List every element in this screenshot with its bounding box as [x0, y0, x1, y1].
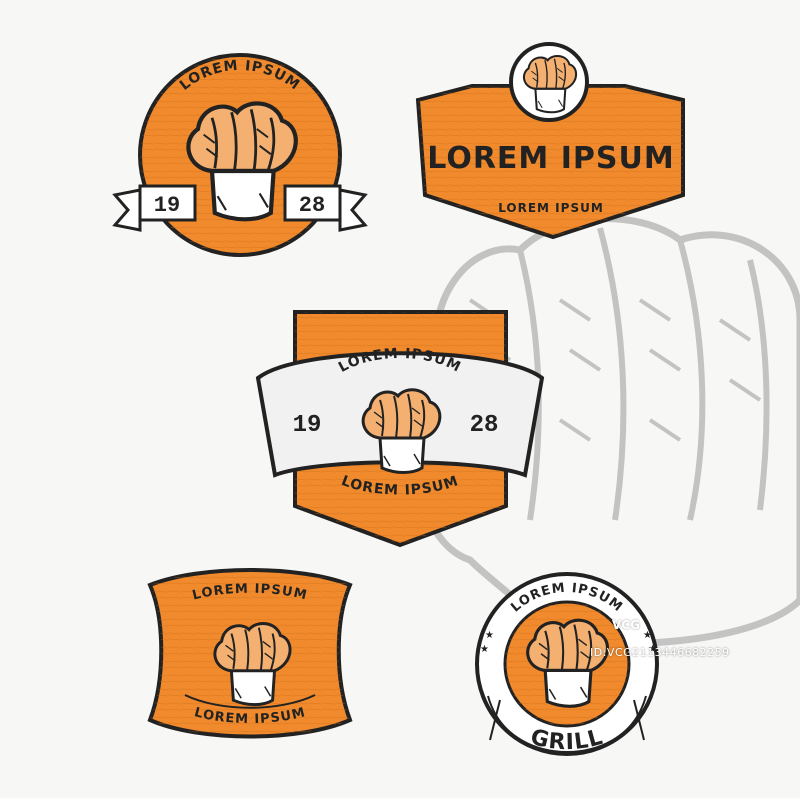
- star-icon: ★: [648, 644, 657, 655]
- badge-round: LOREM IPSUM 19 28: [112, 53, 368, 257]
- hex-title: LOREM IPSUM: [427, 141, 674, 176]
- badge-oval: LOREM IPSUM LOREM IPSUM: [147, 568, 353, 739]
- year-right: 28: [470, 412, 499, 439]
- oval-bottom-text: LOREM IPSUM: [193, 705, 308, 727]
- year-left-box: [138, 184, 197, 222]
- badge-hexagon: LOREM IPSUM LOREM IPSUM: [415, 42, 685, 240]
- star-icon: ★: [485, 630, 494, 641]
- star-icon: ★: [643, 630, 652, 641]
- badge-circle: LOREM IPSUM GRILL ★ ★ ★ ★: [475, 572, 659, 756]
- year-right: 28: [299, 193, 325, 218]
- year-right-box: [283, 184, 342, 222]
- watermark-logo: VCG: [612, 618, 640, 632]
- hex-subtitle: LOREM IPSUM: [498, 201, 604, 215]
- badge-shield: LOREM IPSUM 19 28 LOREM IPSUM: [255, 310, 545, 548]
- oval-top-text: LOREM IPSUM: [191, 582, 309, 604]
- star-icon: ★: [480, 644, 489, 655]
- year-left: 19: [293, 412, 322, 439]
- watermark-text: ID:VCG2113446682259: [590, 646, 730, 659]
- year-left: 19: [154, 193, 180, 218]
